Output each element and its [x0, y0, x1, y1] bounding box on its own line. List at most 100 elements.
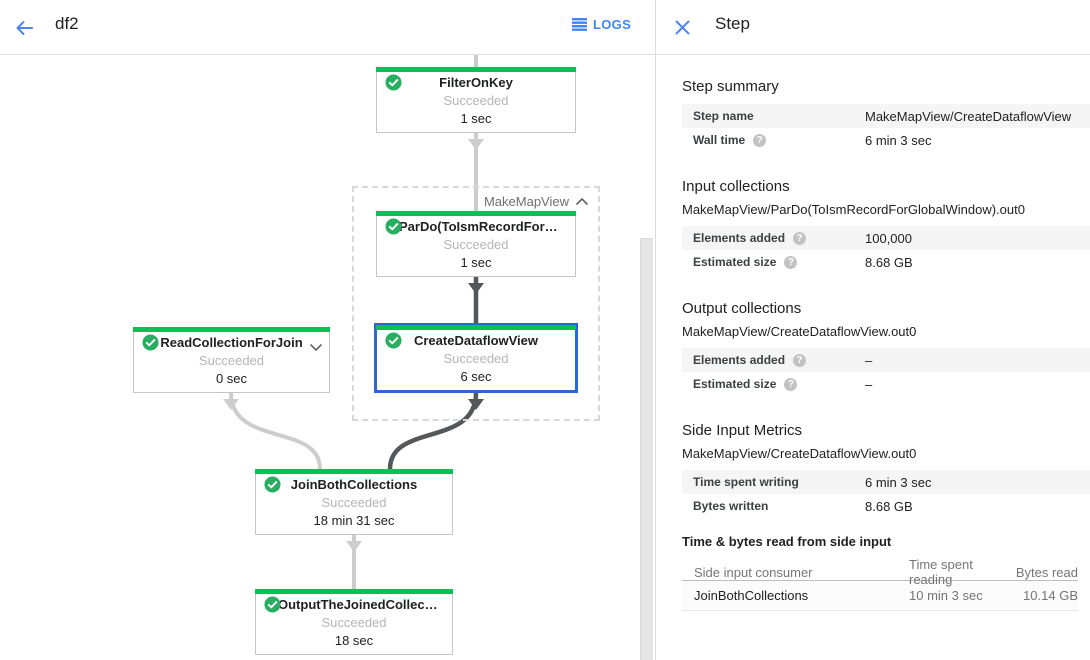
- node-status: Succeeded: [321, 495, 387, 510]
- kv-value: 8.68 GB: [865, 254, 913, 270]
- collection-name: MakeMapView/CreateDataflowView.out0: [682, 324, 917, 339]
- job-graph-canvas[interactable]: MakeMapView FilterOnKey Succeeded 1 sec …: [0, 55, 656, 660]
- check-circle-icon: [385, 332, 402, 354]
- node-status: Succeeded: [443, 351, 509, 366]
- kv-value: 8.68 GB: [865, 498, 913, 514]
- check-circle-icon: [385, 74, 402, 96]
- kv-label: Wall time: [693, 133, 746, 147]
- kv-label: Time spent writing: [693, 475, 799, 489]
- collection-name: MakeMapView/CreateDataflowView.out0: [682, 446, 917, 461]
- kv-row-wall-time: Wall time 6 min 3 sec: [682, 128, 1090, 152]
- kv-label: Bytes written: [693, 499, 769, 513]
- column-header: Side input consumer: [694, 564, 813, 580]
- kv-value: 6 min 3 sec: [865, 132, 932, 148]
- section-output-collections: Output collections MakeMapView/CreateDat…: [682, 300, 1090, 396]
- node-time: 0 sec: [215, 371, 248, 386]
- step-node-createdataflowview-selected[interactable]: CreateDataflowView Succeeded 6 sec: [374, 323, 578, 393]
- logs-label: LOGS: [593, 17, 632, 32]
- side-input-consumer: JoinBothCollections: [694, 588, 809, 603]
- section-step-summary: Step summary Step name MakeMapView/Creat…: [682, 78, 1090, 152]
- time-spent-reading: 10 min 3 sec: [909, 588, 983, 603]
- node-title: JoinBothCollections: [290, 477, 418, 492]
- help-icon[interactable]: [793, 353, 807, 367]
- step-node-outputthejoinedcollection[interactable]: OutputTheJoinedCollec… Succeeded 18 sec: [255, 589, 453, 655]
- node-title: FilterOnKey: [439, 75, 513, 90]
- chevron-up-icon: [576, 198, 588, 205]
- node-title: CreateDataflowView: [413, 333, 539, 348]
- close-panel-icon[interactable]: [671, 16, 693, 38]
- group-label: MakeMapView: [483, 194, 569, 209]
- status-bar: [376, 325, 576, 330]
- node-status: Succeeded: [443, 237, 509, 252]
- logs-button[interactable]: LOGS: [572, 17, 631, 32]
- chevron-down-icon[interactable]: [310, 338, 322, 356]
- help-icon[interactable]: [793, 231, 807, 245]
- node-status: Succeeded: [443, 93, 509, 108]
- step-node-pardo-toismrecord[interactable]: ParDo(ToIsmRecordFor… Succeeded 1 sec: [376, 211, 576, 277]
- section-heading: Output collections: [682, 300, 802, 317]
- node-title: OutputTheJoinedCollec…: [278, 597, 438, 612]
- section-heading: Step summary: [682, 78, 779, 95]
- kv-value: 6 min 3 sec: [865, 474, 932, 490]
- graph-vertical-scrollbar[interactable]: [640, 238, 653, 660]
- table-heading: Time & bytes read from side input: [682, 534, 892, 549]
- column-header: Time spent reading: [909, 557, 973, 587]
- column-header: Bytes read: [1015, 564, 1078, 580]
- section-input-collections: Input collections MakeMapView/ParDo(ToIs…: [682, 178, 1090, 274]
- kv-row-bytes-written: Bytes written 8.68 GB: [682, 494, 1090, 518]
- step-node-joinbothcollections[interactable]: JoinBothCollections Succeeded 18 min 31 …: [255, 469, 453, 535]
- kv-label: Elements added: [693, 231, 786, 245]
- status-bar: [255, 469, 453, 474]
- section-side-input-metrics: Side Input Metrics MakeMapView/CreateDat…: [682, 422, 1090, 518]
- table-header-row: Side input consumer Time spent reading B…: [682, 557, 1078, 587]
- kv-row-elements-added: Elements added 100,000: [682, 226, 1090, 250]
- logs-list-icon: [572, 18, 587, 31]
- kv-value: –: [865, 352, 873, 368]
- kv-row-step-name: Step name MakeMapView/CreateDataflowView: [682, 104, 1090, 128]
- status-bar: [255, 589, 453, 594]
- node-time: 6 sec: [460, 369, 492, 384]
- job-title: df2: [55, 14, 79, 33]
- help-icon[interactable]: [784, 255, 798, 269]
- collection-name: MakeMapView/ParDo(ToIsmRecordForGlobalWi…: [682, 202, 1025, 217]
- step-node-filteronkey[interactable]: FilterOnKey Succeeded 1 sec: [376, 67, 576, 133]
- node-title: ReadCollectionForJoin: [160, 335, 303, 350]
- node-time: 1 sec: [460, 255, 492, 270]
- kv-label: Step name: [693, 109, 754, 123]
- node-title: ParDo(ToIsmRecordFor…: [399, 219, 558, 234]
- kv-value: 100,000: [865, 230, 912, 246]
- group-header[interactable]: MakeMapView: [484, 194, 588, 209]
- kv-row-estimated-size: Estimated size –: [682, 372, 1090, 396]
- kv-row-time-spent-writing: Time spent writing 6 min 3 sec: [682, 470, 1090, 494]
- status-bar: [376, 211, 576, 216]
- kv-row-estimated-size: Estimated size 8.68 GB: [682, 250, 1090, 274]
- section-side-input-table: Time & bytes read from side input Side i…: [682, 534, 1078, 611]
- help-icon[interactable]: [753, 133, 767, 147]
- node-time: 18 min 31 sec: [313, 513, 395, 528]
- help-icon[interactable]: [784, 377, 798, 391]
- table-row: JoinBothCollections 10 min 3 sec 10.14 G…: [682, 581, 1078, 611]
- kv-label: Estimated size: [693, 255, 777, 269]
- back-arrow-icon[interactable]: [10, 14, 38, 42]
- top-header: df2 LOGS Step: [0, 0, 1090, 55]
- kv-value: –: [865, 376, 873, 392]
- bytes-read: 10.14 GB: [1023, 588, 1078, 603]
- kv-row-elements-added: Elements added –: [682, 348, 1090, 372]
- check-circle-icon: [264, 476, 281, 498]
- node-time: 18 sec: [334, 633, 374, 648]
- kv-value: MakeMapView/CreateDataflowView: [865, 108, 1072, 124]
- panel-divider: [655, 0, 656, 660]
- check-circle-icon: [142, 334, 159, 356]
- section-heading: Side Input Metrics: [682, 422, 803, 439]
- graph-edges: [223, 55, 484, 589]
- check-circle-icon: [385, 218, 402, 240]
- status-bar: [133, 327, 330, 332]
- node-status: Succeeded: [198, 353, 265, 368]
- composite-group-makemapview: MakeMapView: [352, 186, 600, 421]
- check-circle-icon: [264, 596, 281, 618]
- kv-label: Elements added: [693, 353, 786, 367]
- step-node-readcollectionforjoin[interactable]: ReadCollectionForJoin Succeeded 0 sec: [133, 327, 330, 393]
- kv-label: Estimated size: [693, 377, 777, 391]
- status-bar: [376, 67, 576, 72]
- step-details-panel: Step summary Step name MakeMapView/Creat…: [656, 55, 1090, 660]
